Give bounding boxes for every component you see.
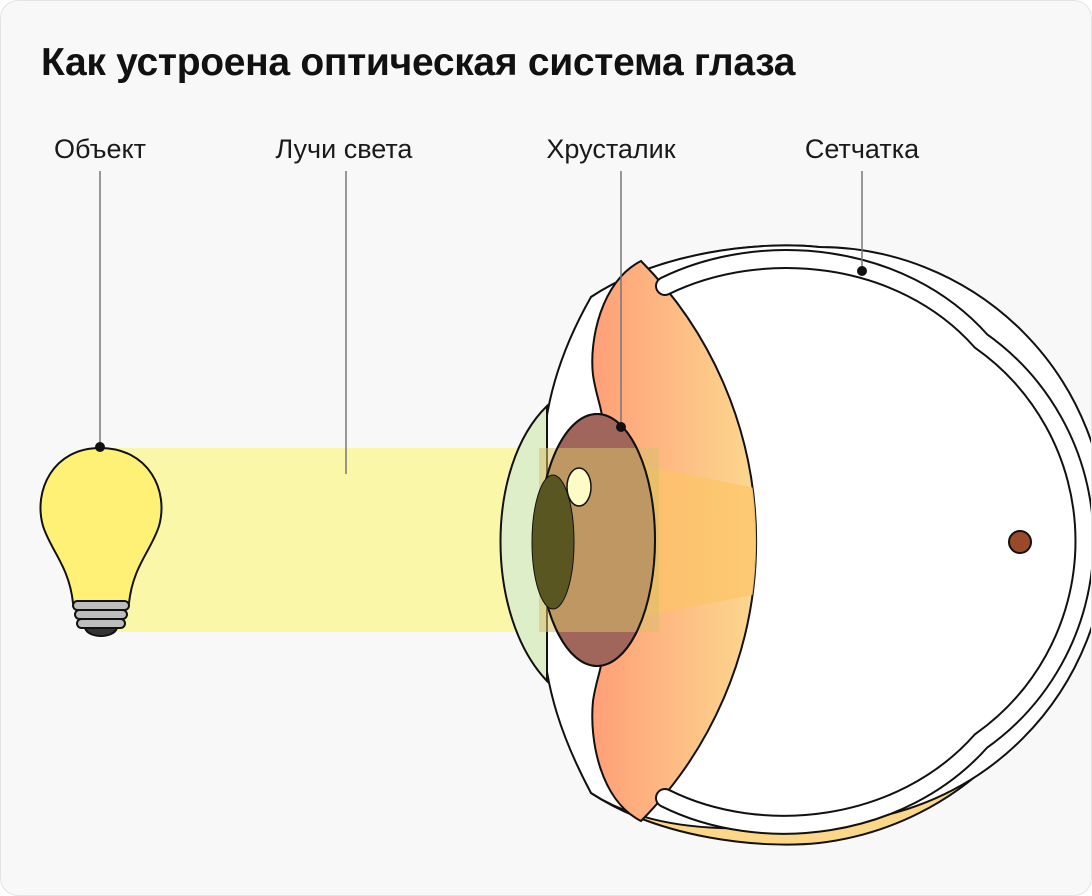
label-lens: Хрусталик	[546, 134, 676, 164]
lens-highlight	[566, 467, 592, 507]
light-bulb-icon	[39, 446, 163, 638]
light-beam	[111, 448, 556, 632]
label-light-rays: Лучи света	[275, 134, 413, 164]
diagram-title: Как устроена оптическая система глаза	[41, 41, 796, 84]
cornea	[499, 403, 548, 684]
pupil	[531, 474, 575, 610]
focal-point	[1008, 530, 1032, 554]
label-retina: Сетчатка	[804, 134, 920, 164]
focused-light-cone	[592, 448, 757, 632]
label-object: Объект	[54, 134, 146, 164]
